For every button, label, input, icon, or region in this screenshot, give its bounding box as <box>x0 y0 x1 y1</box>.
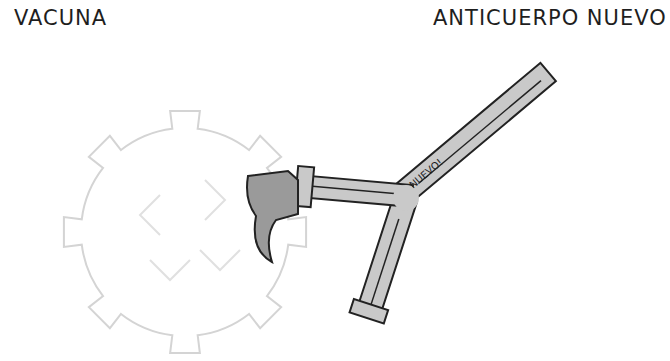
virus-mark <box>205 180 225 220</box>
virus-mark <box>150 260 190 280</box>
antibody-arm <box>390 63 556 207</box>
virus-outline <box>64 111 306 353</box>
antibody-shape <box>230 55 570 335</box>
antibody: NUEVO! <box>230 55 570 335</box>
antigen-fragment <box>247 171 298 262</box>
antibody-stem <box>350 194 423 323</box>
heading-label: VACUNA <box>14 6 107 30</box>
virus-markings <box>140 180 240 280</box>
heading-label: ANTICUERPO NUEVO <box>433 6 667 30</box>
virus-mark <box>140 195 160 235</box>
virus-mark <box>200 250 240 270</box>
